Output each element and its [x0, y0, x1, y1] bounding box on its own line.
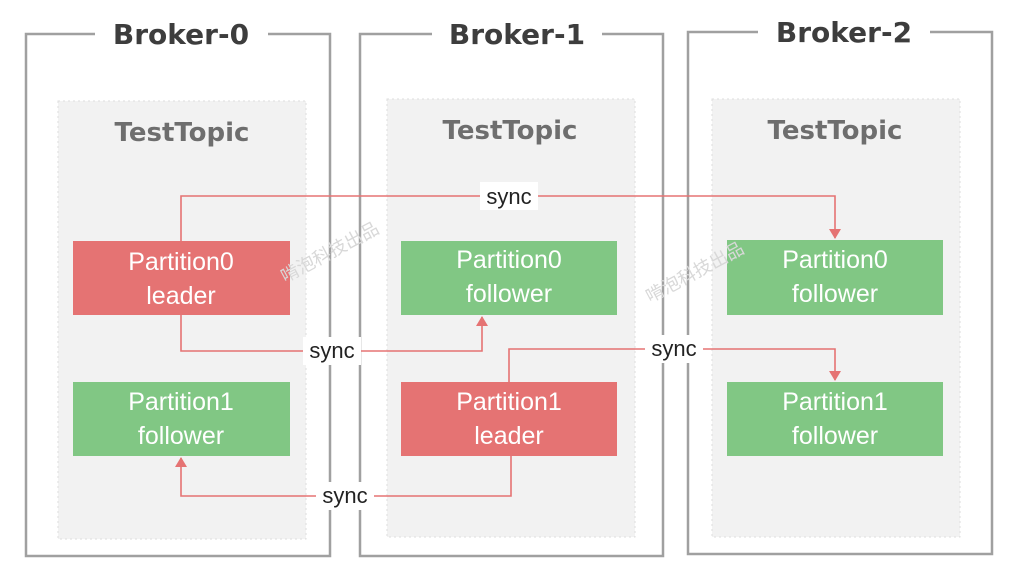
sync-label-bg — [645, 335, 703, 363]
sync-label-bg — [303, 337, 361, 365]
broker-0-topic-box — [57, 100, 307, 540]
partition-name: Partition0 — [782, 246, 888, 274]
broker-2-topic-title: TestTopic — [768, 116, 903, 146]
partition-role: follower — [792, 280, 878, 308]
partition-name: Partition1 — [456, 388, 562, 416]
broker-2-partition1: Partition1 follower — [727, 382, 943, 456]
broker-2-topic-box — [711, 98, 961, 538]
broker-2-border — [686, 30, 994, 556]
broker-1-partition1: Partition1 leader — [401, 382, 617, 456]
partition-role: leader — [146, 282, 216, 310]
broker-0: Broker-0 TestTopic Partition0 leader Par… — [24, 18, 332, 558]
partition-name: Partition1 — [128, 388, 234, 416]
broker-0-border — [24, 32, 332, 558]
broker-2-partition0: Partition0 follower — [727, 240, 943, 315]
sync-label: sync — [651, 336, 696, 361]
sync-label: sync — [322, 483, 367, 508]
partition-role: follower — [792, 422, 878, 450]
partition-box-follower — [73, 382, 290, 456]
broker-0-title: Broker-0 — [113, 18, 249, 51]
broker-1-title: Broker-1 — [449, 18, 585, 51]
sync-label: sync — [309, 338, 354, 363]
broker-1-topic-title: TestTopic — [443, 116, 578, 146]
partition-box-follower — [401, 241, 617, 315]
broker-0-partition1: Partition1 follower — [73, 382, 290, 456]
broker-1-partition0: Partition0 follower — [401, 241, 617, 315]
partition-box-leader — [73, 241, 290, 315]
sync-label-bg — [316, 482, 374, 510]
partition-name: Partition0 — [456, 246, 562, 274]
partition-role: follower — [466, 280, 552, 308]
broker-0-partition0: Partition0 leader — [73, 241, 290, 315]
partition-box-follower — [727, 240, 943, 315]
partition-box-leader — [401, 382, 617, 456]
partition-name: Partition1 — [782, 388, 888, 416]
partition-name: Partition0 — [128, 248, 234, 276]
broker-2: Broker-2 TestTopic Partition0 follower P… — [686, 16, 994, 556]
sync-label: sync — [486, 184, 531, 209]
broker-0-topic-title: TestTopic — [115, 118, 250, 148]
partition-role: leader — [474, 422, 544, 450]
partition-box-follower — [727, 382, 943, 456]
broker-2-title: Broker-2 — [776, 16, 912, 49]
broker-1-border — [358, 32, 665, 558]
sync-label-bg — [480, 182, 538, 210]
partition-role: follower — [138, 422, 224, 450]
sync-labels: sync sync sync sync — [303, 182, 703, 510]
